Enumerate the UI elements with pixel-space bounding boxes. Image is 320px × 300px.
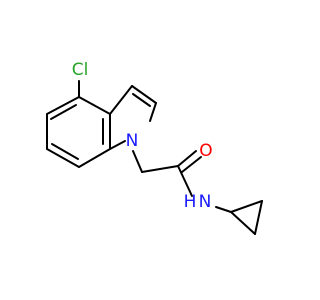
bond-c4-c5-inner: [50, 104, 77, 120]
bond-c6-c7-inner: [51, 143, 79, 160]
bond-c3a-c4: [78, 96, 111, 115]
bond-c3-c2: [131, 85, 157, 104]
molecule-structure: Cl N O N H: [46, 60, 263, 235]
atom-n-ring-label: N: [126, 131, 139, 151]
bond-ch2-co: [141, 165, 179, 173]
bond-c4-c5: [46, 96, 80, 115]
bond-co-nh: [177, 165, 193, 197]
bond-c7-c7a: [78, 148, 111, 168]
bond-c3-c2-inner: [132, 93, 151, 107]
bond-cp-3: [230, 211, 256, 235]
bond-co-o: [177, 150, 197, 167]
atom-o-label: O: [199, 141, 212, 161]
atom-cl-label: Cl: [72, 60, 89, 80]
atom-h-label: H: [184, 192, 197, 212]
bond-nh-cp: [215, 206, 232, 213]
bond-c3a-c3: [109, 85, 133, 115]
atom-nh-label: N: [199, 192, 212, 212]
bond-cp-2: [254, 200, 263, 235]
bond-c6-c7: [46, 148, 80, 168]
bond-c2-n1: [149, 102, 157, 122]
bond-co-o-2: [181, 156, 202, 173]
bond-cp-1: [230, 200, 263, 213]
atom-labels: Cl N O N H: [72, 60, 213, 212]
bonds: [46, 80, 263, 235]
bond-n1-ch2: [132, 150, 143, 173]
bond-n1-c7a: [109, 140, 126, 150]
